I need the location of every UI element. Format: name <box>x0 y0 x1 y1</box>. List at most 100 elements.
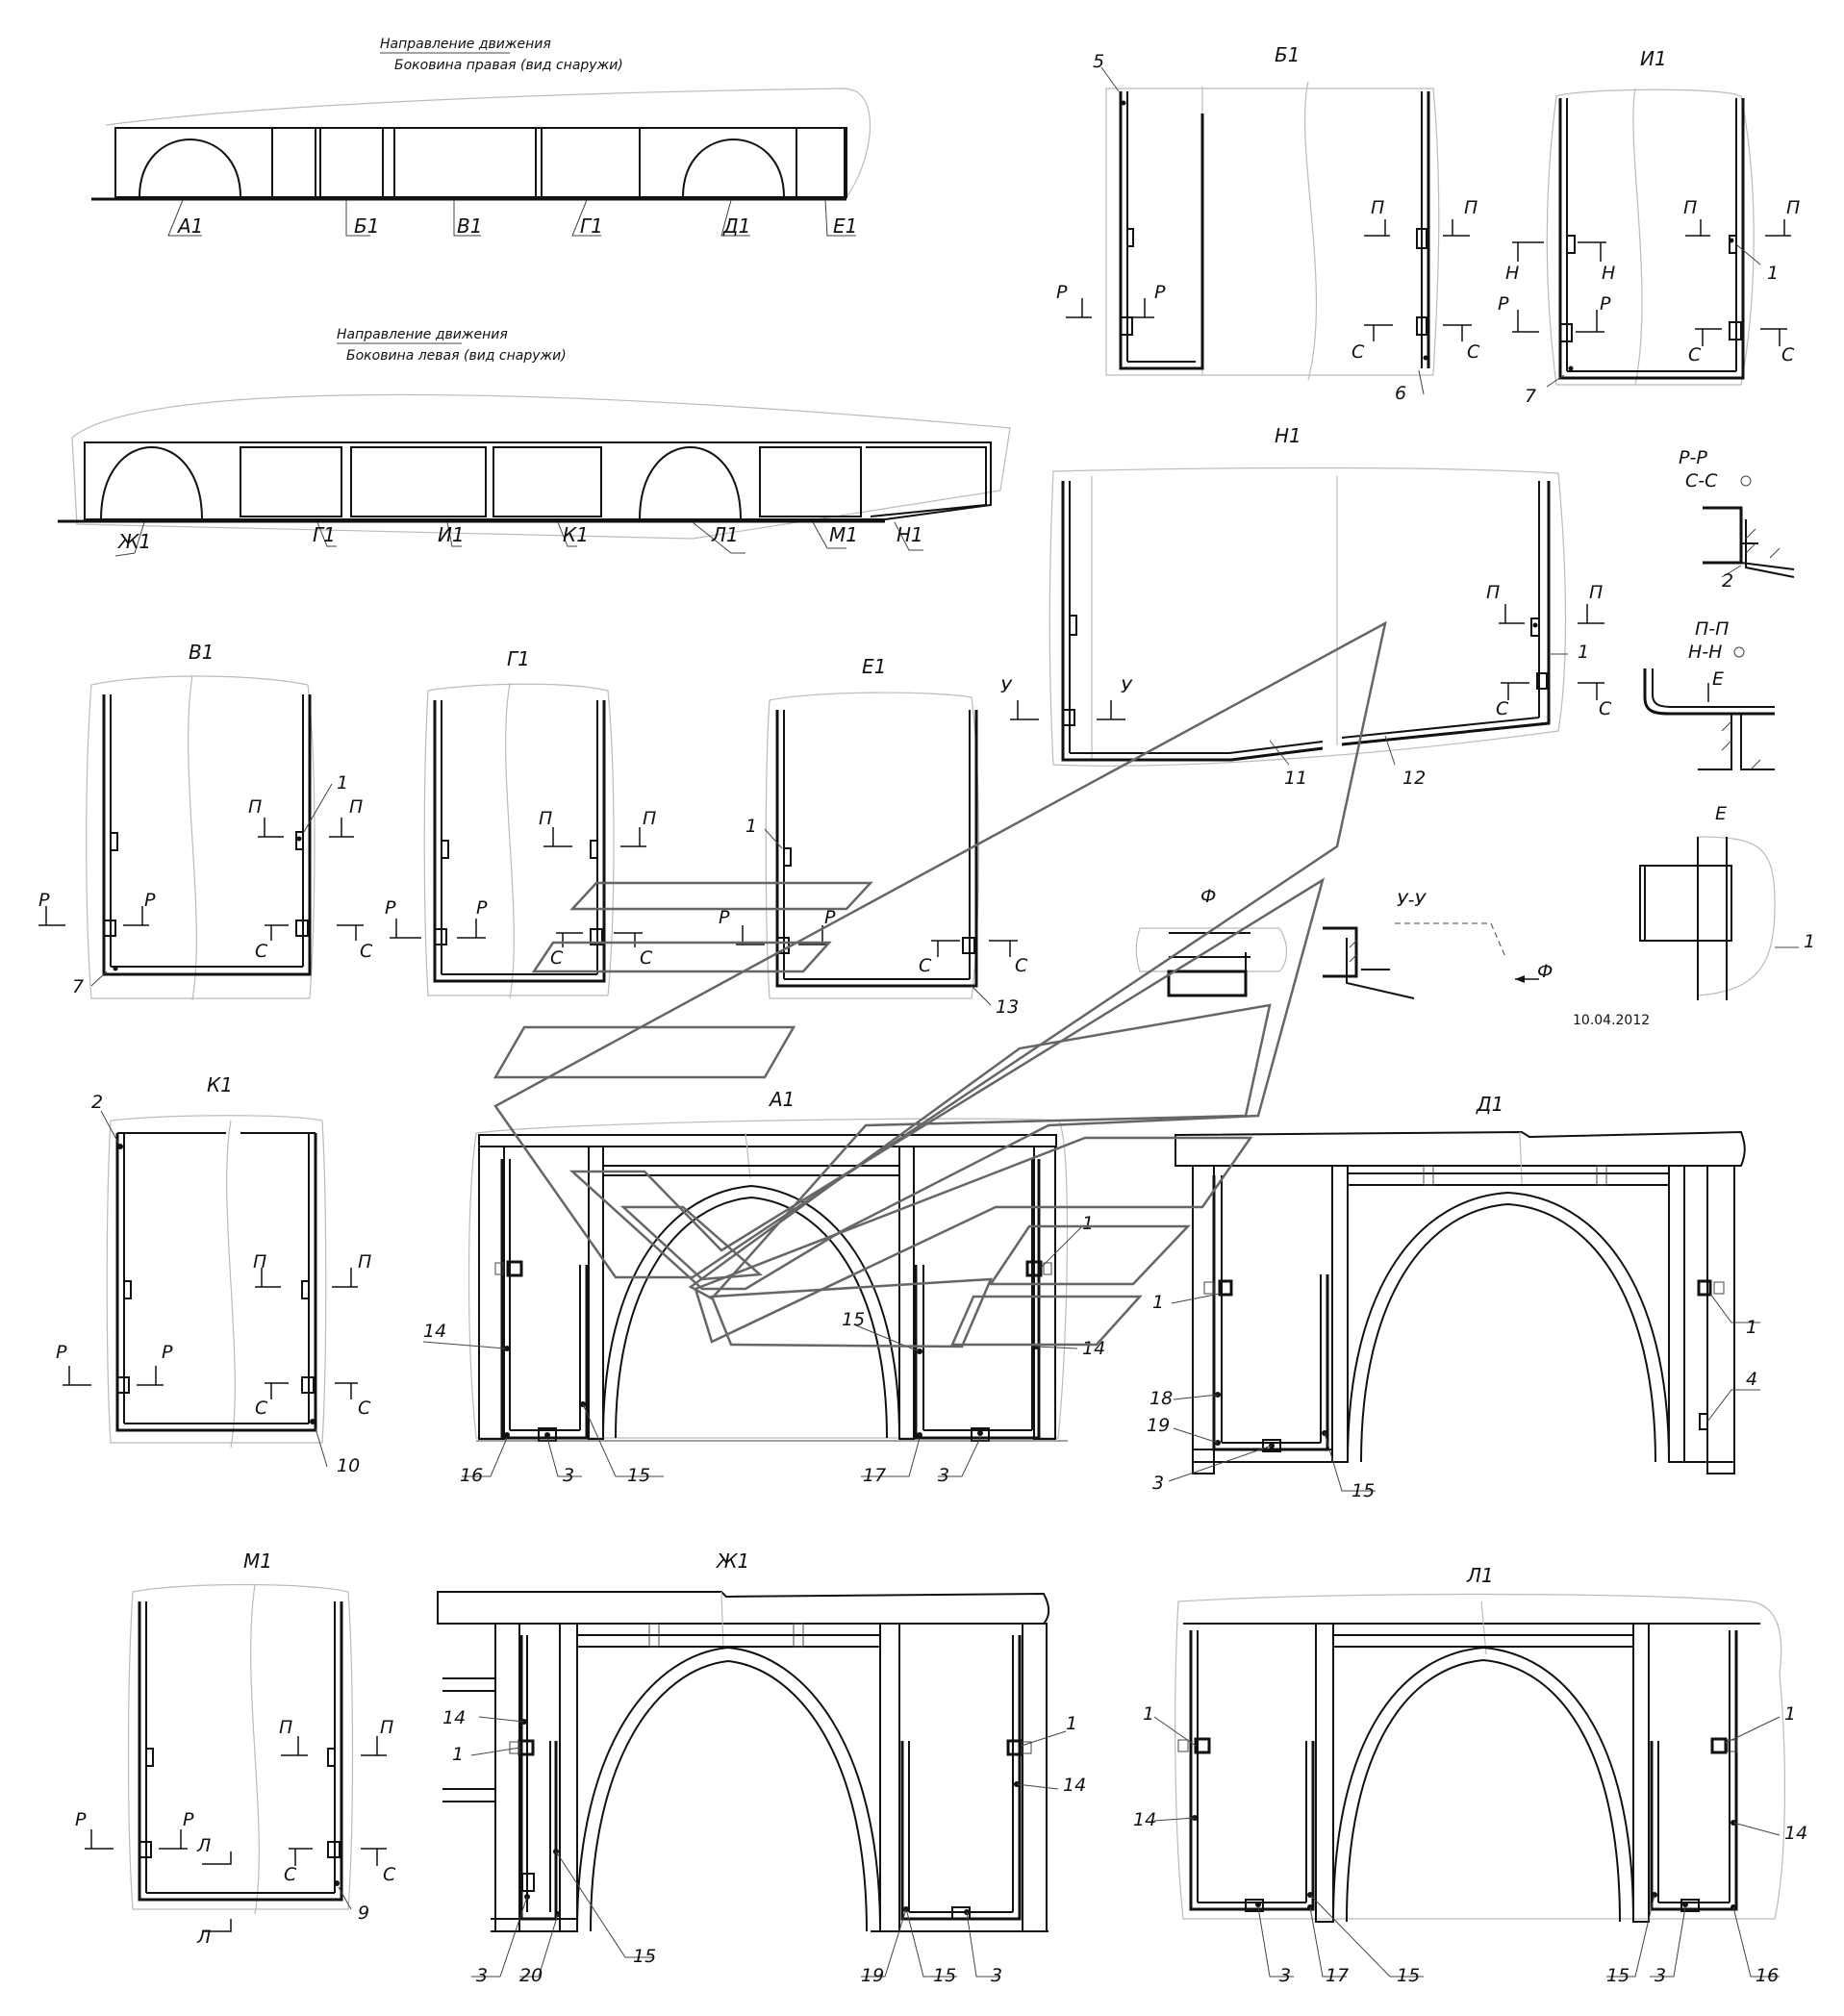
cut-s-n1-b: С <box>1599 698 1612 719</box>
cut-s-k1-b: С <box>358 1398 371 1419</box>
callout-2-rr: 2 <box>1722 570 1733 592</box>
view-m1-title: М1 <box>243 1550 272 1573</box>
cut-s-n1-a: С <box>1496 698 1509 719</box>
view-b1: Б1 5 6 Р Р П П С С <box>1056 43 1480 404</box>
label-k1: К1 <box>563 523 589 546</box>
callout-15-a1-mid: 15 <box>842 1309 865 1330</box>
cut-r-k1-b: Р <box>162 1342 173 1363</box>
label-g1-left: Г1 <box>313 523 336 546</box>
cut-s-b1-a: С <box>1351 341 1365 363</box>
callout-20: 20 <box>519 1965 543 1986</box>
cut-r-v1-a: Р <box>38 890 50 911</box>
callout-18: 18 <box>1149 1388 1173 1409</box>
cut-s-e1-b: С <box>1015 955 1028 976</box>
label-a1: А1 <box>176 214 203 238</box>
callout-1-zh1-left: 1 <box>452 1744 464 1765</box>
callout-15-zh1-right: 15 <box>933 1965 956 1986</box>
section-rr-ss: Р-Р С-С 2 <box>1679 447 1795 592</box>
callout-13: 13 <box>996 996 1019 1018</box>
right-side-caption: Боковина правая (вид снаружи) <box>394 58 623 73</box>
section-uu-title: У-У <box>1397 890 1427 911</box>
callout-12: 12 <box>1402 768 1426 789</box>
cut-p-b1-b: П <box>1464 197 1478 218</box>
label-l1: Л1 <box>711 523 739 546</box>
section-rr-title: Р-Р <box>1679 447 1707 468</box>
cut-r-g1-a: Р <box>385 897 396 919</box>
cut-p-i1-b: П <box>1786 197 1800 218</box>
cut-n-i1-b: Н <box>1602 263 1615 284</box>
cut-s-v1-b: С <box>360 941 373 962</box>
callout-1-l1-left: 1 <box>1143 1703 1154 1725</box>
callout-3-a1-left: 3 <box>563 1465 574 1486</box>
right-side-overview: А1 Б1 В1 Г1 Д1 Е1 <box>91 88 871 238</box>
callout-16-a1: 16 <box>460 1465 483 1486</box>
section-nn-title: Н-Н <box>1688 642 1722 663</box>
callout-14-zh1-left: 14 <box>442 1707 466 1728</box>
view-e1-title: Е1 <box>862 655 886 678</box>
callout-15-l1-right: 15 <box>1606 1965 1629 1986</box>
cut-s-k1-a: С <box>255 1398 268 1419</box>
callout-1-n1: 1 <box>1578 642 1589 663</box>
callout-3-d1: 3 <box>1152 1473 1164 1494</box>
callout-17-a1: 17 <box>863 1465 886 1486</box>
view-f: Ф <box>1135 886 1288 997</box>
cut-s-m1-b: С <box>383 1864 396 1885</box>
callout-3-l1-right: 3 <box>1655 1965 1666 1986</box>
section-pp-title: П-П <box>1695 618 1729 640</box>
view-i1: И1 7 1 Н Н Р Р П П С С <box>1498 47 1800 407</box>
label-v1: В1 <box>457 214 482 238</box>
cut-p-m1-b: П <box>380 1717 393 1738</box>
view-f-title: Ф <box>1200 886 1216 907</box>
cut-r-b1-a: Р <box>1056 282 1068 303</box>
cut-u-n1-b: У <box>1121 676 1133 697</box>
left-side-header: Направление движения Боковина левая (вид… <box>337 327 567 364</box>
view-b1-title: Б1 <box>1275 43 1300 66</box>
callout-19-d1: 19 <box>1147 1415 1170 1436</box>
callout-1-d1-left: 1 <box>1152 1292 1164 1313</box>
callout-1-e: 1 <box>1804 931 1815 952</box>
label-zh1: Ж1 <box>116 530 151 553</box>
view-k1: К1 2 10 Р Р П П С С <box>56 1073 371 1476</box>
section-pp-nn: П-П Н-Н Е <box>1643 618 1775 770</box>
view-i1-title: И1 <box>1640 47 1667 70</box>
cut-p-g1-a: П <box>539 808 552 829</box>
label-i1: И1 <box>438 523 465 546</box>
callout-19-zh1: 19 <box>861 1965 884 1986</box>
callout-17-l1: 17 <box>1326 1965 1349 1986</box>
view-d1: Д1 1 1 4 18 19 3 15 <box>1147 1093 1760 1501</box>
callout-3-a1-right: 3 <box>938 1465 949 1486</box>
callout-14-l1-right: 14 <box>1784 1823 1807 1844</box>
cut-p-n1-b: П <box>1589 582 1603 603</box>
view-l1-title: Л1 <box>1466 1564 1494 1587</box>
view-v1: В1 1 7 Р Р П П С С <box>38 641 373 1001</box>
left-direction-text: Направление движения <box>337 327 508 342</box>
callout-1-zh1-right: 1 <box>1066 1713 1077 1734</box>
left-side-caption: Боковина левая (вид снаружи) <box>346 348 567 364</box>
cut-r-i1-b: Р <box>1600 293 1611 315</box>
cut-r-m1-b: Р <box>183 1809 194 1830</box>
label-g1: Г1 <box>580 214 603 238</box>
callout-1-i1: 1 <box>1767 263 1779 284</box>
callout-3-zh1-right: 3 <box>991 1965 1002 1986</box>
view-zh1-title: Ж1 <box>715 1550 749 1573</box>
cut-r-b1-b: Р <box>1154 282 1166 303</box>
view-n1-title: Н1 <box>1275 424 1301 447</box>
view-m1: М1 9 Р Р П П С С Л Л <box>75 1550 396 1948</box>
callout-14-a1-right: 14 <box>1082 1338 1105 1359</box>
cut-r-e1-a: Р <box>719 907 730 928</box>
callout-1-e1: 1 <box>745 816 757 837</box>
callout-16-l1: 16 <box>1756 1965 1779 1986</box>
view-n1: Н1 11 12 1 У У П П С С <box>1000 424 1612 789</box>
cut-p-i1-a: П <box>1683 197 1697 218</box>
section-ss-title: С-С <box>1685 470 1718 491</box>
watermark-logo <box>493 620 1387 1348</box>
cut-s-i1-a: С <box>1688 344 1702 365</box>
callout-14-a1-left: 14 <box>423 1321 446 1342</box>
cut-s-v1-a: С <box>255 941 268 962</box>
cut-p-k1-a: П <box>253 1251 266 1273</box>
label-n1: Н1 <box>897 523 923 546</box>
callout-1-d1-right: 1 <box>1746 1317 1757 1338</box>
cut-p-k1-b: П <box>358 1251 371 1273</box>
cut-r-g1-b: Р <box>476 897 488 919</box>
